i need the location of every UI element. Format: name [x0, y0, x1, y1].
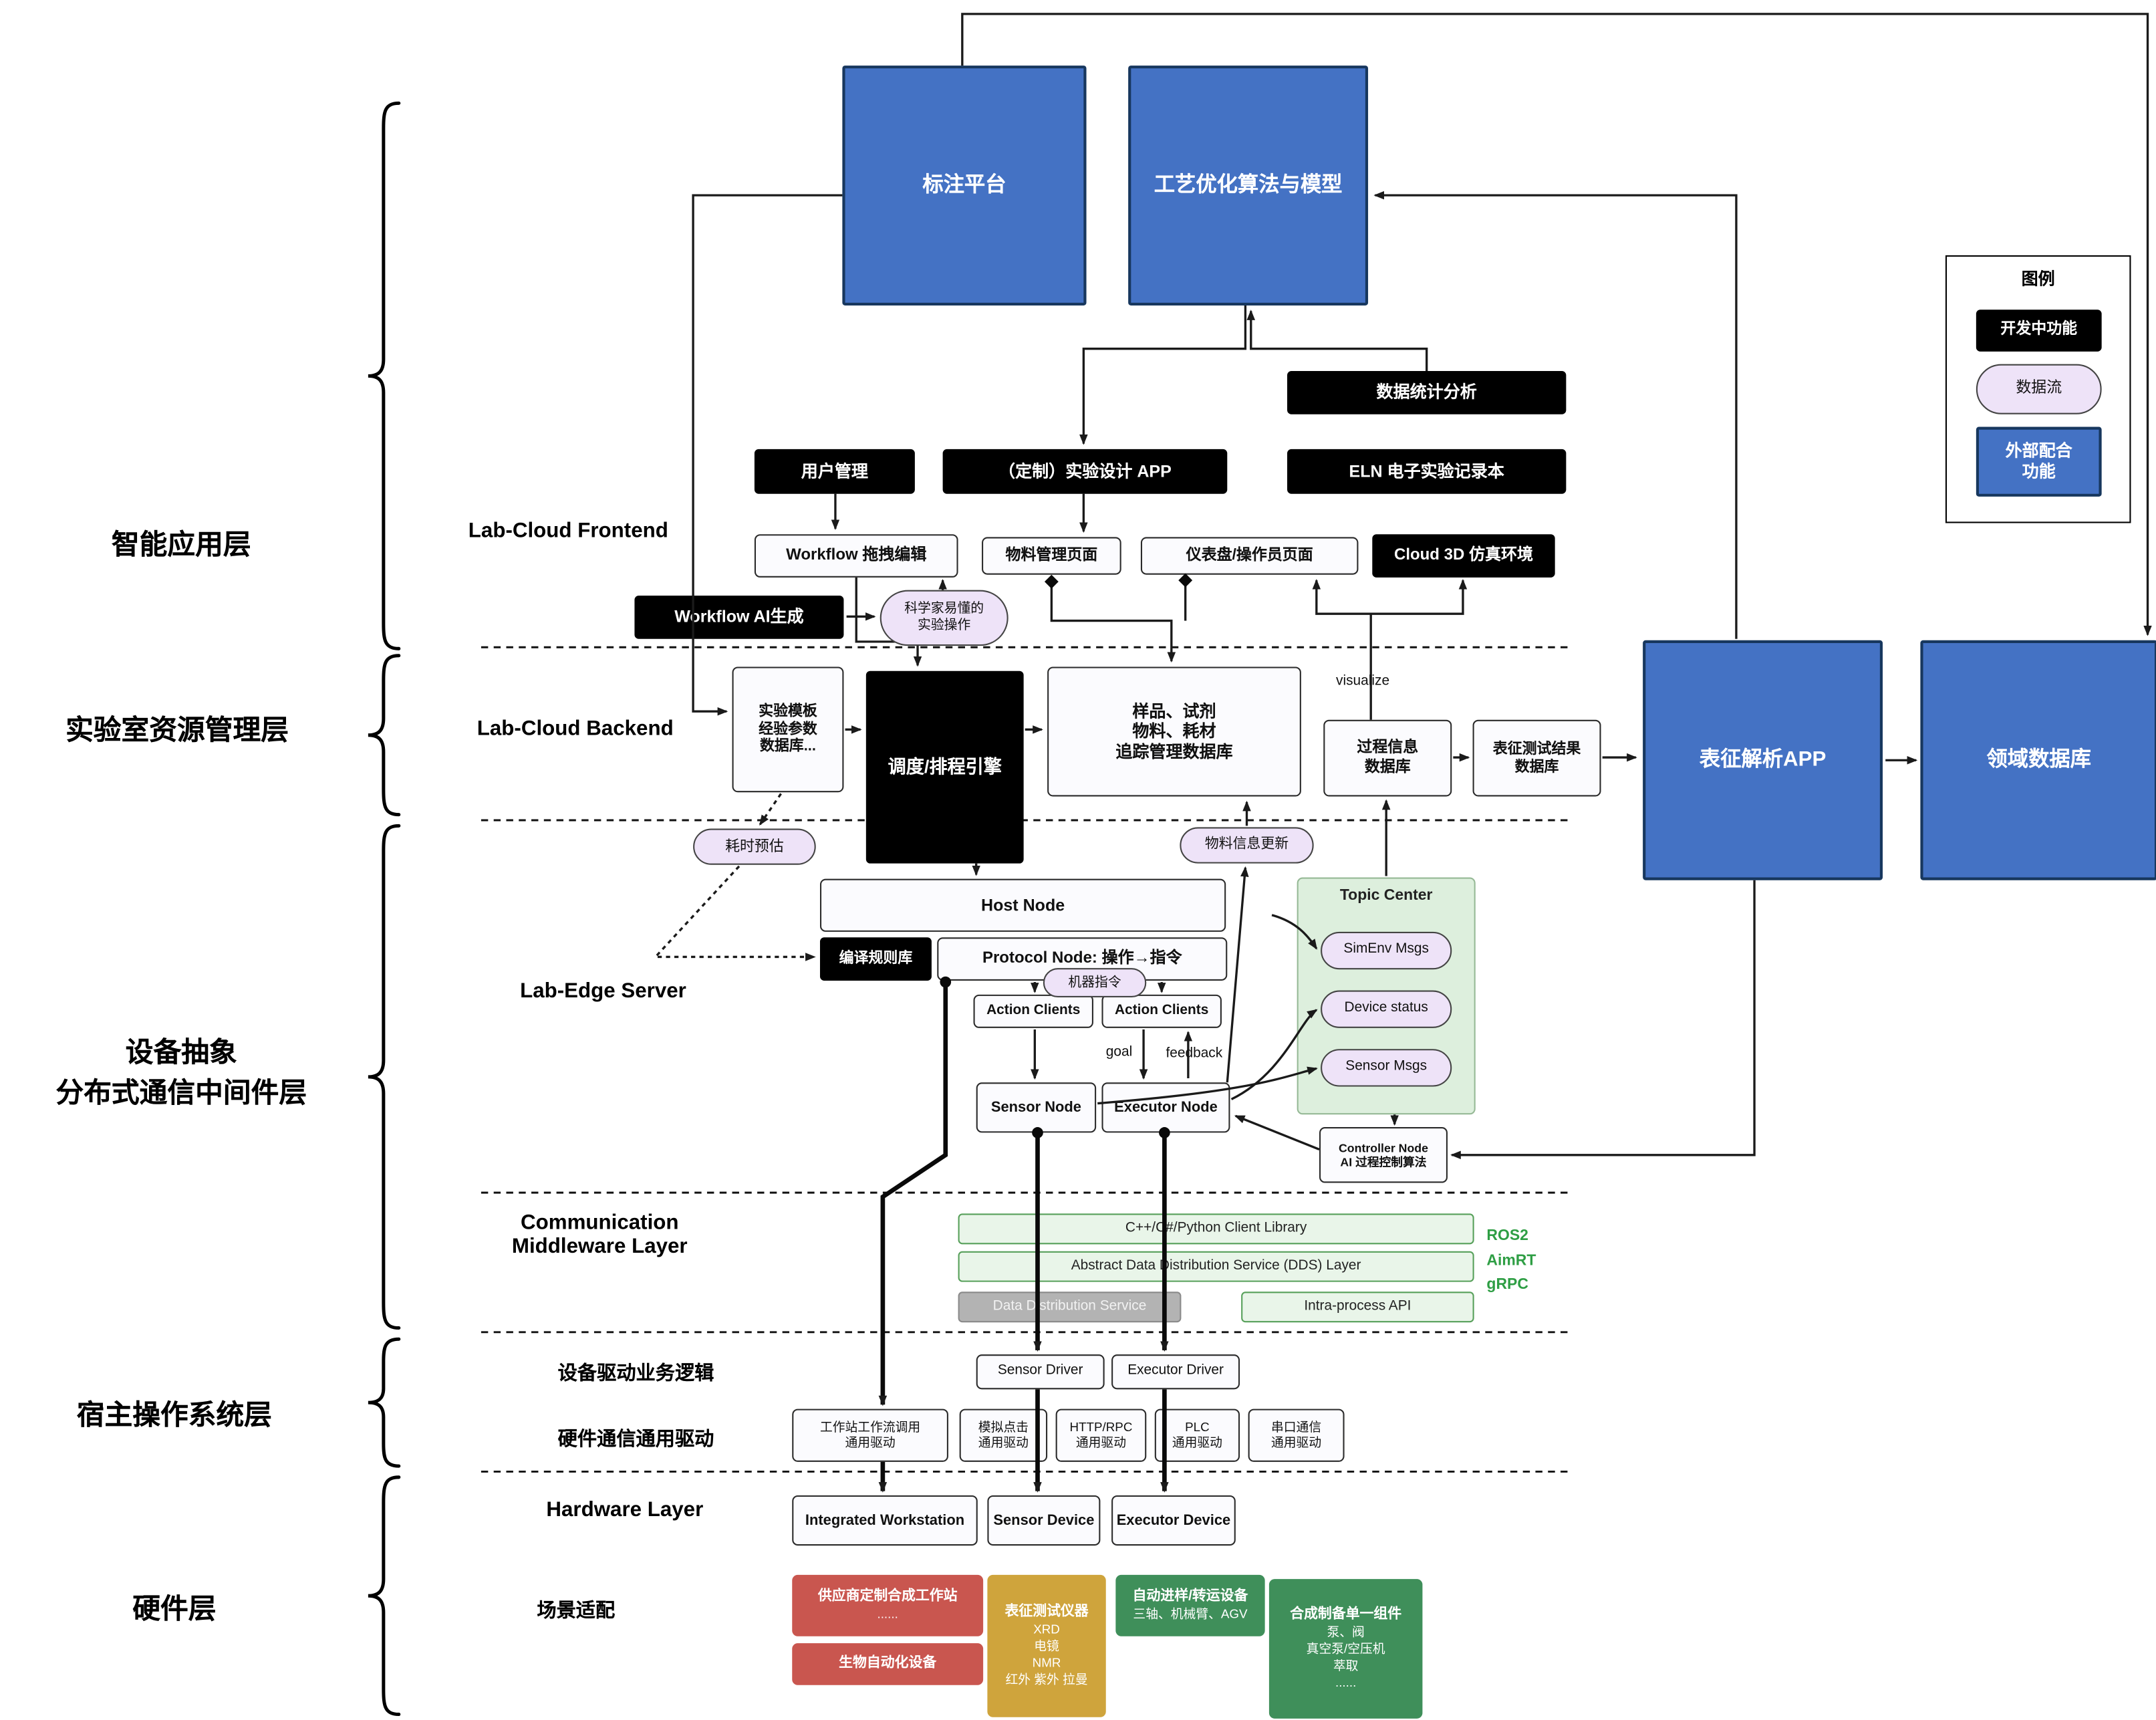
process-optimization-model-node: 工艺优化算法与模型 — [1128, 66, 1369, 305]
dashboard-page-node: 仪表盘/操作员页面 — [1140, 537, 1359, 575]
driver-http-rpc-node: HTTP/RPC 通用驱动 — [1055, 1408, 1147, 1462]
template-db-node: 实验模板 经验参数 数据库... — [732, 666, 844, 793]
driver-workstation-node: 工作站工作流调用 通用驱动 — [792, 1408, 948, 1462]
process-db-node: 过程信息 数据库 — [1323, 719, 1452, 797]
section-label-middleware: Communication Middleware Layer — [511, 1211, 688, 1259]
transfer-title: 自动进样/转运设备 — [1132, 1588, 1248, 1604]
brace-hardware-layer — [368, 1475, 401, 1717]
eln-node: ELN 电子实验记录本 — [1287, 449, 1567, 494]
synthesis-components-node: 合成制备单一组件 泵、阀 真空泵/空压机 萃取 ...... — [1268, 1579, 1423, 1719]
section-label-edge: Lab-Edge Server — [520, 979, 686, 1003]
layer-label-middleware: 设备抽象 分布式通信中间件层 — [55, 1037, 307, 1109]
characterization-body: XRD 电镜 NMR 红外 紫外 拉曼 — [1005, 1622, 1088, 1687]
machine-cmd-pill: 机器指令 — [1043, 968, 1147, 997]
annotation-platform-node: 标注平台 — [842, 66, 1087, 305]
action-clients-left-node: Action Clients — [973, 994, 1093, 1028]
host-node: Host Node — [819, 878, 1226, 932]
brace-app-layer — [368, 101, 401, 650]
legend-external-item: 外部配合 功能 — [1976, 426, 2102, 497]
transfer-equipment-node: 自动进样/转运设备 三轴、机械臂、AGV — [1115, 1574, 1265, 1636]
framework-list: ROS2 AimRT gRPC — [1486, 1227, 1536, 1294]
synthesis-body: 泵、阀 真空泵/空压机 萃取 ...... — [1306, 1624, 1385, 1690]
sensor-device-node: Sensor Device — [987, 1495, 1101, 1546]
data-analytics-node: 数据统计分析 — [1287, 371, 1567, 414]
layer-label-hardware: 硬件层 — [132, 1594, 217, 1626]
brace-middleware-layer — [368, 824, 401, 1330]
legend-dataflow-item: 数据流 — [1976, 364, 2102, 414]
layer-label-resource: 实验室资源管理层 — [65, 715, 289, 747]
hw-comm-label: 硬件通信通用驱动 — [557, 1427, 714, 1450]
layer-label-app: 智能应用层 — [111, 529, 251, 561]
action-clients-right-node: Action Clients — [1101, 994, 1222, 1028]
compile-rules-node: 编译规则库 — [819, 937, 932, 981]
workflow-ai-node: Workflow AI生成 — [634, 596, 844, 639]
vendor-workstation-body: ...... — [877, 1606, 898, 1621]
executor-node: Executor Node — [1101, 1082, 1230, 1133]
topic-simenv-pill: SimEnv Msgs — [1321, 931, 1452, 970]
tracking-db-node: 样品、试剂 物料、耗材 追踪管理数据库 — [1047, 666, 1301, 797]
transfer-body: 三轴、机械臂、AGV — [1133, 1606, 1248, 1621]
domain-db-node: 领域数据库 — [1920, 640, 2156, 880]
brace-resource-layer — [368, 654, 401, 817]
client-library-bar: C++/C#/Python Client Library — [958, 1213, 1474, 1245]
material-page-node: 物料管理页面 — [982, 537, 1121, 575]
material-update-pill: 物料信息更新 — [1180, 827, 1314, 864]
driver-serial-node: 串口通信 通用驱动 — [1248, 1408, 1345, 1462]
design-app-node: （定制）实验设计 APP — [942, 449, 1228, 494]
characterization-instruments-node: 表征测试仪器 XRD 电镜 NMR 红外 紫外 拉曼 — [987, 1574, 1106, 1717]
sensor-node: Sensor Node — [976, 1082, 1097, 1133]
workflow-editor-node: Workflow 拖拽编辑 — [754, 534, 958, 578]
brace-hostos-layer — [368, 1337, 401, 1468]
integrated-workstation-node: Integrated Workstation — [792, 1495, 978, 1546]
dds-abstract-bar: Abstract Data Distribution Service (DDS)… — [958, 1251, 1474, 1282]
topic-sensormsgs-pill: Sensor Msgs — [1321, 1049, 1452, 1087]
topic-center-title: Topic Center — [1339, 887, 1433, 904]
intra-process-api-bar: Intra-process API — [1241, 1292, 1474, 1323]
sensor-driver-node: Sensor Driver — [976, 1354, 1105, 1390]
controller-node: Controller Node AI 过程控制算法 — [1319, 1127, 1448, 1183]
dds-service-bar: Data Distribution Service — [958, 1292, 1182, 1323]
time-estimate-pill: 耗时预估 — [693, 828, 816, 865]
visualize-label: visualize — [1336, 673, 1390, 689]
layer-label-hostos: 宿主操作系统层 — [76, 1400, 272, 1431]
vendor-workstation-title: 供应商定制合成工作站 — [817, 1588, 958, 1604]
executor-device-node: Executor Device — [1111, 1495, 1236, 1546]
cloud3d-node: Cloud 3D 仿真环境 — [1372, 534, 1555, 578]
legend-developing-item: 开发中功能 — [1976, 310, 2102, 352]
scheduler-node: 调度/排程引擎 — [865, 670, 1024, 864]
result-db-node: 表征测试结果 数据库 — [1472, 719, 1601, 797]
driver-click-sim-node: 模拟点击 通用驱动 — [959, 1408, 1048, 1462]
bio-automation-node: 生物自动化设备 — [792, 1643, 984, 1685]
feedback-label: feedback — [1166, 1046, 1223, 1062]
section-label-hardware: Hardware Layer — [546, 1498, 704, 1522]
synthesis-title: 合成制备单一组件 — [1290, 1606, 1402, 1622]
driver-plc-node: PLC 通用驱动 — [1154, 1408, 1240, 1462]
topic-devicestatus-pill: Device status — [1321, 990, 1452, 1028]
section-label-backend: Lab-Cloud Backend — [477, 717, 674, 741]
goal-label: goal — [1105, 1044, 1133, 1060]
section-label-frontend: Lab-Cloud Frontend — [468, 519, 668, 543]
scenario-label: 场景适配 — [537, 1598, 616, 1621]
vendor-workstation-node: 供应商定制合成工作站 ...... — [792, 1574, 984, 1636]
user-mgmt-node: 用户管理 — [754, 449, 915, 494]
driver-logic-label: 设备驱动业务逻辑 — [557, 1361, 714, 1384]
legend-title: 图例 — [2021, 269, 2055, 289]
characterization-title: 表征测试仪器 — [1004, 1603, 1089, 1619]
analysis-app-node: 表征解析APP — [1643, 640, 1883, 880]
executor-driver-node: Executor Driver — [1111, 1354, 1240, 1390]
scientist-ops-pill: 科学家易懂的 实验操作 — [880, 590, 1008, 646]
